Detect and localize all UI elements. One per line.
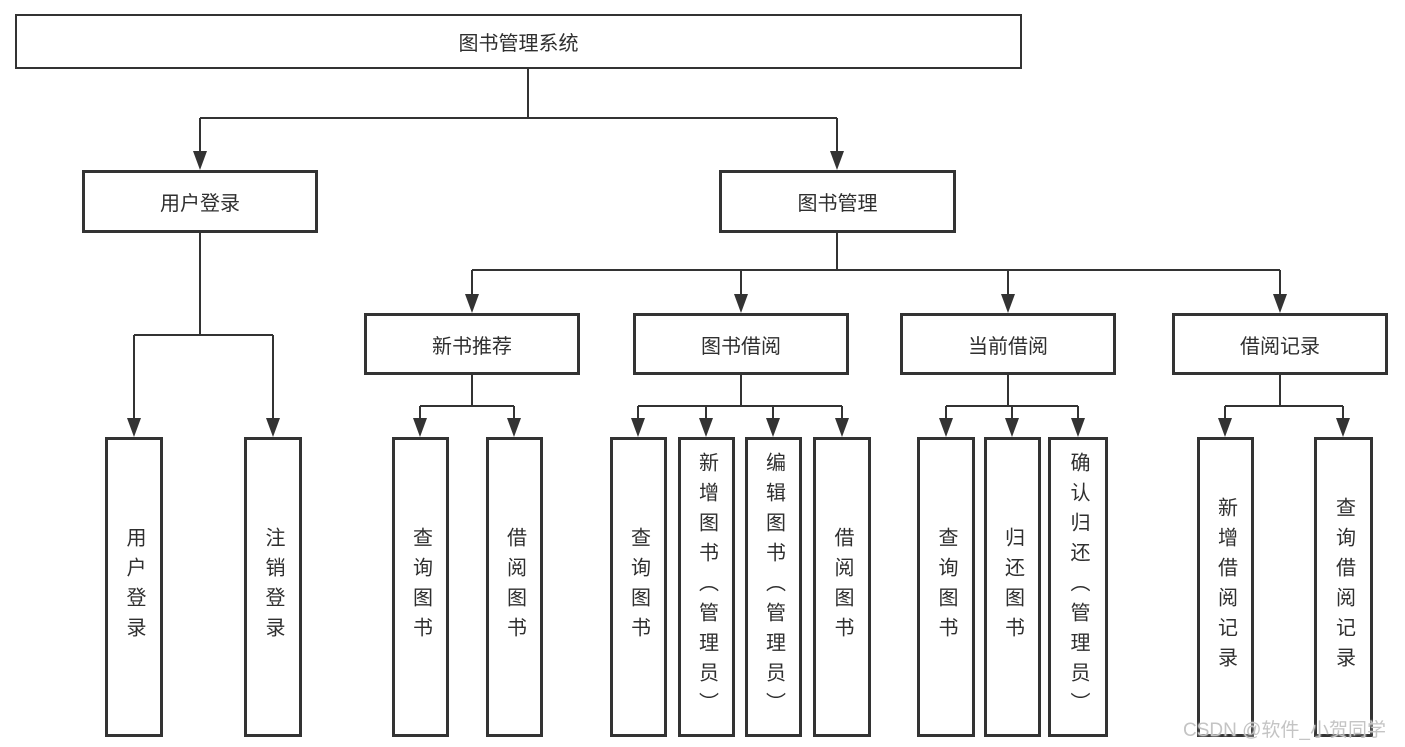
leaf-user-login-label: 用户登录 (123, 527, 145, 647)
leaf-query-books-current: 查询图书 (917, 437, 975, 737)
node-root: 图书管理系统 (15, 14, 1022, 69)
leaf-query-books-current-label: 查询图书 (935, 527, 957, 647)
node-user-login-label: 用户登录 (160, 193, 240, 215)
node-book-borrowing-label: 图书借阅 (701, 335, 781, 358)
leaf-borrow-books-recommend: 借阅图书 (486, 437, 543, 737)
leaf-add-books-admin: 新增图书（管理员） (678, 437, 735, 737)
leaf-borrow-books-borrow-label: 借阅图书 (831, 527, 853, 647)
leaf-add-borrow-record-label: 新增借阅记录 (1214, 497, 1237, 677)
leaf-logout-login: 注销登录 (244, 437, 302, 737)
leaf-query-books-borrow: 查询图书 (610, 437, 667, 737)
leaf-return-books: 归还图书 (984, 437, 1041, 737)
leaf-confirm-return-admin: 确认归还（管理员） (1048, 437, 1108, 737)
node-user-login: 用户登录 (82, 170, 318, 233)
leaf-logout-login-label: 注销登录 (262, 527, 284, 647)
tree-edges (133, 69, 1344, 419)
node-current-borrowing-label: 当前借阅 (968, 335, 1048, 358)
leaf-edit-books-admin: 编辑图书（管理员） (745, 437, 802, 737)
node-new-book-recommendation-label: 新书推荐 (432, 335, 512, 358)
leaf-borrow-books-recommend-label: 借阅图书 (503, 527, 526, 647)
arrowheads (127, 151, 1350, 437)
leaf-query-books-recommend-label: 查询图书 (409, 527, 432, 647)
leaf-add-books-admin-label: 新增图书（管理员） (695, 452, 718, 722)
node-borrowing-records: 借阅记录 (1172, 313, 1388, 375)
leaf-edit-books-admin-label: 编辑图书（管理员） (762, 452, 785, 722)
node-book-management: 图书管理 (719, 170, 956, 233)
leaf-user-login: 用户登录 (105, 437, 163, 737)
node-root-label: 图书管理系统 (458, 33, 579, 55)
node-new-book-recommendation: 新书推荐 (364, 313, 580, 375)
leaf-add-borrow-record: 新增借阅记录 (1197, 437, 1254, 737)
leaf-return-books-label: 归还图书 (1001, 527, 1024, 647)
leaf-confirm-return-admin-label: 确认归还（管理员） (1067, 452, 1089, 722)
leaf-query-borrow-record: 查询借阅记录 (1314, 437, 1373, 737)
leaf-query-books-borrow-label: 查询图书 (627, 527, 650, 647)
node-book-management-label: 图书管理 (797, 193, 878, 215)
node-borrowing-records-label: 借阅记录 (1240, 335, 1320, 358)
node-current-borrowing: 当前借阅 (900, 313, 1116, 375)
node-book-borrowing: 图书借阅 (633, 313, 849, 375)
leaf-query-borrow-record-label: 查询借阅记录 (1332, 497, 1355, 677)
leaf-borrow-books-borrow: 借阅图书 (813, 437, 871, 737)
csdn-watermark: CSDN @软件_小贺同学 (1183, 720, 1386, 741)
leaf-query-books-recommend: 查询图书 (392, 437, 449, 737)
